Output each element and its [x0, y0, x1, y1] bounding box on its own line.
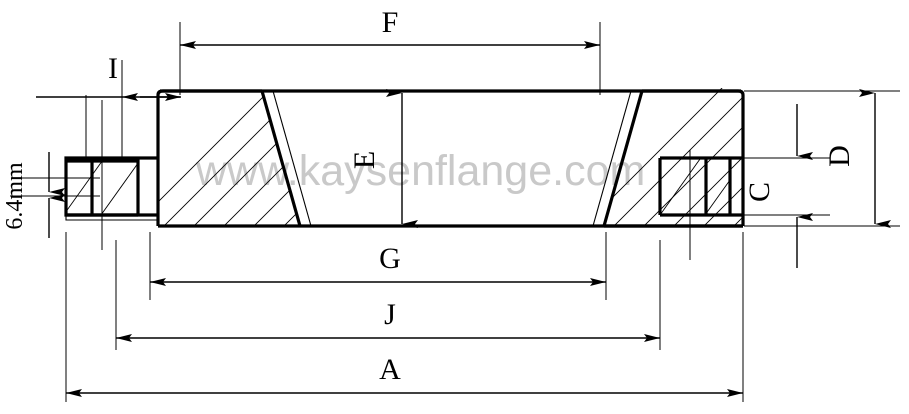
dimension-J-label: J — [384, 298, 396, 331]
extension-lines — [10, 22, 900, 402]
dimension-D-label: D — [823, 145, 856, 167]
dimension-E: E — [348, 89, 418, 228]
dimension-G-label: G — [379, 242, 401, 275]
dimension-raised-face-height-label: 6.4mm — [2, 162, 28, 230]
bore-taper-left-inner — [272, 90, 312, 227]
dimension-I: I — [36, 52, 181, 101]
dimension-raised-face-height: 6.4mm — [2, 152, 65, 238]
dimension-F: F — [180, 6, 600, 49]
dimension-D: D — [823, 89, 891, 228]
flange-left-rim-step — [64, 156, 158, 217]
hatch-right-rim — [660, 158, 730, 215]
dimension-E-label: E — [348, 151, 381, 169]
bore-taper-right-inner — [592, 90, 632, 227]
watermark: www.kaysenflange.com — [195, 147, 645, 195]
hatch-left — [158, 88, 300, 226]
flange-left-rim-lower — [65, 215, 159, 226]
bore-taper-right — [602, 90, 644, 227]
watermark-text: www.kaysenflange.com — [195, 147, 645, 195]
dimension-A-label: A — [379, 353, 401, 386]
hatch-right — [604, 88, 743, 226]
dimension-A: A — [66, 353, 743, 397]
flange-body — [64, 88, 745, 228]
dimension-J: J — [116, 298, 660, 342]
dimension-C-label: C — [743, 182, 776, 202]
dimension-F-label: F — [382, 6, 399, 39]
dimension-I-label: I — [108, 52, 118, 85]
dimension-C: C — [743, 104, 813, 268]
bore-taper-left — [260, 90, 302, 227]
dimension-G: G — [150, 242, 606, 286]
